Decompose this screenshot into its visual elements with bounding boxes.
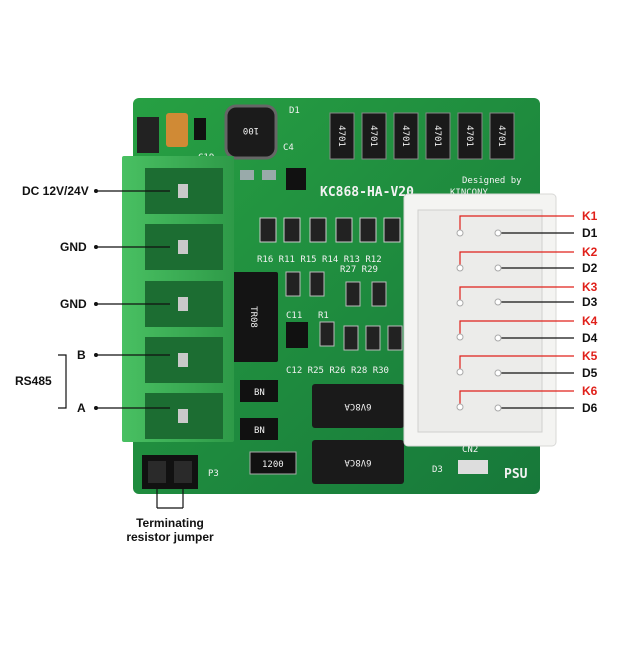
middle-small-parts (285, 271, 403, 351)
designer-line1: Designed by (462, 176, 522, 186)
silk-d3: D3 (432, 465, 443, 475)
inductor (224, 104, 278, 160)
label-d4: D4 (582, 331, 598, 345)
terminating-jumper (142, 455, 198, 489)
label-dc-power: DC 12V/24V (22, 184, 89, 198)
designer-line2: KINCONY (450, 188, 489, 198)
left-callout-lines (58, 190, 170, 409)
label-d5: D5 (582, 366, 598, 380)
silk-d1: D1 (289, 106, 300, 116)
tvs-bottom-label: 6V8CA (344, 457, 372, 467)
board-model: KC868-HA-V20 (320, 185, 414, 200)
resistor-array-row (329, 112, 515, 160)
label-gnd-2: GND (60, 297, 87, 311)
jumper-note-line2: resistor jumper (126, 530, 214, 544)
left-callout-dots (94, 189, 98, 410)
transceiver-marking: TR08 (248, 306, 258, 328)
right-callout-pins (456, 229, 502, 412)
tvs-top-label: 6V8CA (344, 401, 372, 411)
silk-p3: P3 (208, 469, 219, 479)
tvs-top (312, 384, 404, 428)
label-k5: K5 (582, 349, 598, 363)
silk-cn2: CN2 (462, 445, 478, 455)
resistor-array-marking: 4701 (368, 125, 378, 147)
screw-terminal-block (122, 156, 234, 442)
resistor-1200-label: 1200 (262, 460, 284, 470)
silk-r1: R1 (318, 311, 329, 321)
label-d2: D2 (582, 261, 598, 275)
inductor-marking: 100 (243, 125, 259, 135)
label-k6: K6 (582, 384, 598, 398)
diode-bn-1 (240, 380, 278, 402)
silk-c4: C4 (283, 143, 294, 153)
silk-psu: PSU (504, 467, 528, 482)
silk-r27-r29: R27 R29 (340, 265, 378, 275)
resistor-array-marking: 4701 (336, 125, 346, 147)
jumper-callout-line (156, 489, 184, 509)
label-d3: D3 (582, 295, 598, 309)
diode-bn-1-label: BN (254, 388, 265, 398)
label-k3: K3 (582, 280, 598, 294)
transceiver-ic (230, 272, 278, 362)
label-d6: D6 (582, 401, 598, 415)
resistor-1200 (249, 451, 297, 475)
jumper-note-line1: Terminating (136, 516, 204, 530)
silk-r-row: R16 R11 R15 R14 R13 R12 (257, 255, 382, 265)
label-gnd-1: GND (60, 240, 87, 254)
jumper-note: Terminating resistor jumper (118, 516, 222, 544)
diode-bn-2 (240, 418, 278, 440)
label-k4: K4 (582, 314, 598, 328)
label-rs485-a: A (77, 401, 86, 415)
resistor-row-upper (259, 217, 401, 243)
diode-bn-2-label: BN (254, 426, 265, 436)
label-rs485-b: B (77, 348, 86, 362)
silk-lower-row: C12 R25 R26 R28 R30 (286, 366, 389, 376)
label-k1: K1 (582, 209, 598, 223)
resistor-array-marking: 4701 (464, 125, 474, 147)
resistor-array-marking: 4701 (400, 125, 410, 147)
tvs-bottom (312, 440, 404, 484)
right-callout-lines (459, 215, 574, 409)
label-rs485: RS485 (15, 374, 52, 388)
resistor-array-marking: 4701 (432, 125, 442, 147)
resistor-array-marking: 4701 (496, 125, 506, 147)
silk-c11: C11 (286, 311, 302, 321)
top-left-ic (137, 117, 159, 153)
label-k2: K2 (582, 245, 598, 259)
label-d1: D1 (582, 226, 598, 240)
